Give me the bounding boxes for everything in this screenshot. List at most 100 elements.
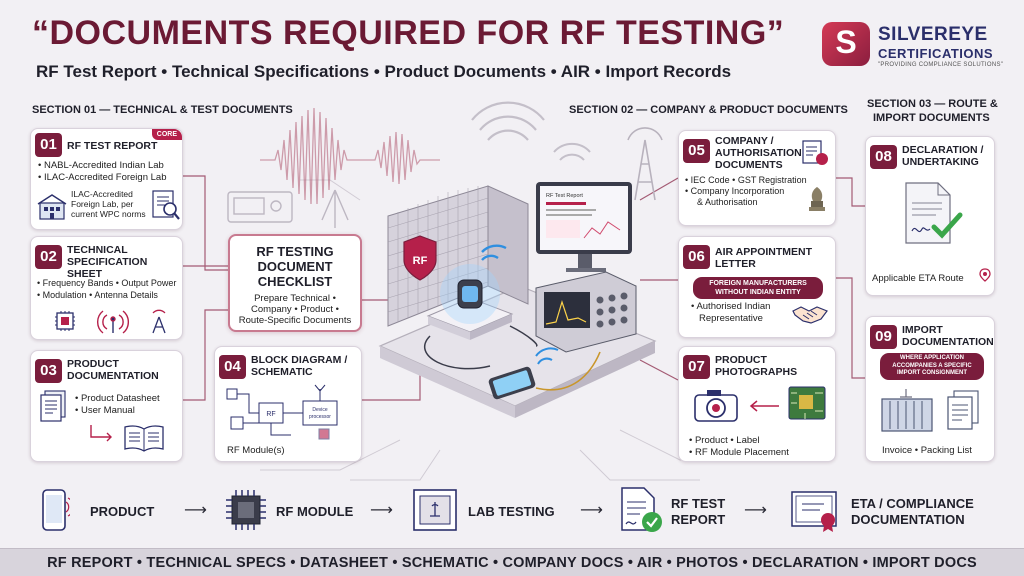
- card-declaration-undertaking: 08 DECLARATION / UNDERTAKING Applicable …: [865, 136, 995, 296]
- checklist-sub-line: Route-Specific Documents: [238, 315, 352, 326]
- badge-line: IMPORT CONSIGNMENT: [897, 370, 967, 376]
- card-number: 07: [683, 355, 710, 379]
- card-product-photographs: 07 PRODUCT PHOTOGRAPHS • Product • Label…: [678, 346, 836, 462]
- card-technical-specification: 02 TECHNICAL SPECIFICATION SHEET • Frequ…: [30, 236, 183, 340]
- page-title: “DOCUMENTS REQUIRED FOR RF TESTING”: [32, 14, 785, 52]
- broadcast-icon: [97, 310, 129, 334]
- flow-step-label: REPORT: [671, 512, 726, 527]
- card-title-line: LETTER: [715, 258, 756, 270]
- card-number: 03: [35, 359, 62, 383]
- card-title-line: DOCUMENTATION: [67, 370, 159, 382]
- card-title-line: AIR APPOINTMENT: [715, 246, 813, 258]
- card-product-documentation: 03 PRODUCT DOCUMENTATION • Product Datas…: [30, 350, 183, 462]
- card-number: 06: [683, 245, 710, 269]
- lab-chamber-icon: [413, 489, 457, 531]
- card-block-diagram: 04 BLOCK DIAGRAM / SCHEMATIC RF Device p…: [214, 346, 362, 462]
- route-pin-icon: [979, 268, 991, 282]
- checklist-title-line: RF TESTING: [256, 244, 334, 259]
- card-title-line: BLOCK DIAGRAM /: [251, 354, 348, 366]
- badge-line: ACCOMPANIES A SPECIFIC: [892, 362, 972, 369]
- flow-step-product: PRODUCT: [90, 504, 154, 520]
- spec-icons: [55, 309, 166, 334]
- card-title-line: PRODUCT: [67, 358, 119, 370]
- camera-icon: [694, 390, 738, 422]
- import-badge: WHERE APPLICATION ACCOMPANIES A SPECIFIC…: [880, 353, 984, 380]
- badge-line: WHERE APPLICATION: [900, 355, 964, 361]
- page-subtitle: RF Test Report • Technical Specification…: [36, 62, 732, 81]
- core-tag-badge: CORE: [151, 129, 182, 140]
- flow-step-rf-test-report: RF TEST REPORT: [671, 496, 725, 528]
- card-item: • IEC Code • GST Registration: [685, 175, 807, 185]
- card-title-line: UNDERTAKING: [902, 156, 979, 168]
- certificate-ribbon-icon: [791, 491, 837, 532]
- flow-arrow-icon: ⟶: [744, 502, 767, 519]
- schematic-device-label: Device: [312, 407, 328, 413]
- phone-flow-icon: [42, 489, 70, 531]
- open-manual-icon: [124, 425, 164, 452]
- card-item: & Authorisation: [697, 197, 758, 207]
- card-company-authorisation: 05 COMPANY / AUTHORISATION DOCUMENTS • I…: [678, 130, 836, 226]
- card-number: 08: [870, 145, 897, 169]
- card-item: • Company Incorporation: [685, 186, 785, 196]
- card-caption: RF Module(s): [227, 445, 285, 456]
- tower-icon: [627, 127, 663, 201]
- lab-building-icon: [37, 194, 67, 220]
- arrow-left-icon: [749, 400, 779, 412]
- card-title-line: DOCUMENTATION: [902, 336, 994, 348]
- checklist-sub-line: Prepare Technical •: [254, 293, 336, 304]
- card-item: • Modulation • Antenna Details: [37, 290, 158, 300]
- flow-step-label: RF TEST: [671, 496, 726, 511]
- report-check-icon: [621, 487, 662, 532]
- invoice-documents-icon: [947, 390, 979, 430]
- flow-arrow-icon: ⟶: [184, 502, 207, 519]
- card-title-line: COMPANY /: [715, 135, 774, 147]
- section-01-label: SECTION 01 — TECHNICAL & TEST DOCUMENTS: [32, 104, 293, 116]
- card-title-line: DOCUMENTS: [715, 159, 783, 171]
- card-rf-test-report: 01 RF TEST REPORT CORE • NABL-Accredited…: [30, 128, 183, 230]
- card-note-line: ILAC-Accredited: [71, 189, 133, 199]
- arrow-right-icon: [90, 425, 112, 442]
- card-item: Representative: [699, 313, 763, 324]
- schematic-processor-label: processor: [309, 414, 331, 420]
- brand-logo: SILVEREYE CERTIFICATIONS "PROVIDING COMP…: [822, 22, 1018, 70]
- signal-waveform: [260, 107, 440, 205]
- flow-step-label: PRODUCT: [90, 504, 155, 519]
- card-note-line: Foreign Lab, per: [71, 199, 134, 209]
- flow-step-label: DOCUMENTATION: [851, 512, 965, 527]
- section-03-label-line2: IMPORT DOCUMENTS: [873, 112, 990, 124]
- badge-line: WITHOUT INDIAN ENTITY: [715, 289, 801, 296]
- schematic-diagram-icon: RF Device processor: [226, 384, 338, 440]
- section-02-label: SECTION 02 — COMPANY & PRODUCT DOCUMENTS: [569, 104, 848, 116]
- rf-testing-checklist: RF TESTING DOCUMENT CHECKLIST Prepare Te…: [228, 234, 362, 332]
- card-item: • User Manual: [75, 405, 135, 416]
- phone-wifi-icon: [535, 347, 559, 365]
- card-title-line: AUTHORISATION: [715, 147, 802, 159]
- card-title: RF TEST REPORT: [67, 140, 158, 152]
- rf-shield-icon: [403, 235, 437, 281]
- flow-arrow-icon: ⟶: [580, 502, 603, 519]
- checklist-sub-line: Company • Product •: [251, 304, 339, 315]
- card-note-line: current WPC norms: [71, 209, 146, 219]
- logo-tagline: "PROVIDING COMPLIANCE SOLUTIONS": [878, 62, 1004, 68]
- badge-line: FOREIGN MANUFACTURERS: [709, 280, 807, 287]
- emblem-icon: [809, 187, 825, 211]
- card-caption: Applicable ETA Route: [872, 273, 964, 284]
- card-import-documentation: 09 IMPORT DOCUMENTATION WHERE APPLICATIO…: [865, 316, 995, 462]
- card-title-line: DECLARATION /: [902, 144, 984, 156]
- flow-arrow-icon: ⟶: [370, 502, 393, 519]
- card-item: • RF Module Placement: [689, 447, 789, 458]
- logo-name: SILVEREYE: [878, 24, 988, 45]
- signed-document-check-icon: [905, 182, 963, 244]
- card-title-line: PRODUCT: [715, 354, 767, 366]
- antenna-icon: [152, 309, 166, 334]
- card-title-line: IMPORT: [902, 324, 943, 336]
- flow-step-lab-testing: LAB TESTING: [468, 504, 555, 520]
- wifi-icon-large: [471, 101, 545, 141]
- checklist-title-line: DOCUMENT: [257, 259, 333, 274]
- card-caption: Invoice • Packing List: [882, 445, 972, 456]
- air-badge: FOREIGN MANUFACTURERS WITHOUT INDIAN ENT…: [693, 277, 823, 299]
- chip-icon: [55, 311, 75, 331]
- certificate-stamp-icon: [802, 140, 828, 165]
- card-number: 01: [35, 133, 62, 157]
- rf-module-chip-icon: [226, 490, 266, 530]
